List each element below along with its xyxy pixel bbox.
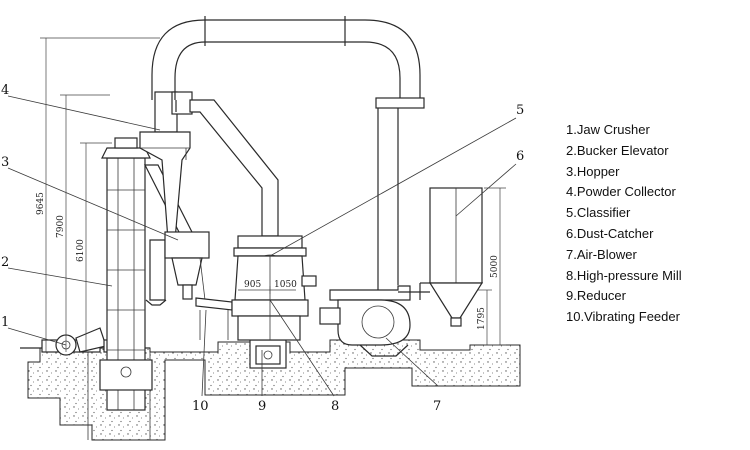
leader-10 [201,309,207,397]
legend-item-reducer: 9.Reducer [566,288,626,304]
legend-item-hopper: 3.Hopper [566,163,620,179]
leader-6 [455,163,517,217]
dim-elevator-top: 7900 [56,215,66,238]
callout-1: 1 [1,315,9,330]
air-blower [319,285,411,357]
callout-4: 4 [1,83,9,98]
vibrating-feeder [195,297,233,340]
leader-1 [7,327,67,346]
dim-mill-width-left: 905 [244,280,261,290]
callout-9: 9 [258,399,266,414]
dim-feeder-height: 5000 [490,255,500,278]
leader-3 [7,167,179,241]
callout-10: 10 [192,399,209,414]
leader-2 [7,267,113,287]
dim-overall-height: 9645 [36,192,46,215]
callout-7: 7 [433,399,441,414]
leader-8 [269,299,335,397]
dim-elevator-mid: 6100 [76,239,86,262]
leader-7 [385,337,439,387]
high-pressure-mill [231,235,317,341]
leader-5 [269,117,517,257]
callout-6: 6 [516,149,524,164]
classifier [237,235,303,249]
legend-item-powder-collector: 4.Powder Collector [566,184,676,200]
air-duct [151,16,425,290]
callout-5: 5 [516,103,524,118]
dimension-lines [40,37,506,352]
callout-8: 8 [331,399,339,414]
dim-mill-width-right: 1050 [274,280,297,290]
hopper [164,231,210,301]
legend-item-vibrating-feeder: 10.Vibrating Feeder [566,309,680,325]
legend-item-jaw-crusher: 1.Jaw Crusher [566,122,650,137]
powder-collector [139,91,193,306]
legend-item-air-blower: 7.Air-Blower [566,246,637,262]
legend-item-dust-catcher: 6.Dust-Catcher [566,225,654,241]
legend-item-bucket-elevator: 2.Bucker Elevator [566,142,669,158]
dim-feeder-base: 1795 [477,307,487,330]
component-legend: 1.Jaw Crusher 2.Bucker Elevator 3.Hopper… [566,120,746,328]
bucket-elevator [99,137,153,411]
leader-lines [7,95,517,397]
leader-4 [7,95,161,131]
callout-3: 3 [1,155,9,170]
reducer [255,345,281,365]
dust-catcher [398,187,484,327]
callout-2: 2 [1,255,9,270]
legend-item-classifier: 5.Classifier [566,205,631,221]
legend-item-high-pressure-mill: 8.High-pressure Mill [566,267,682,283]
